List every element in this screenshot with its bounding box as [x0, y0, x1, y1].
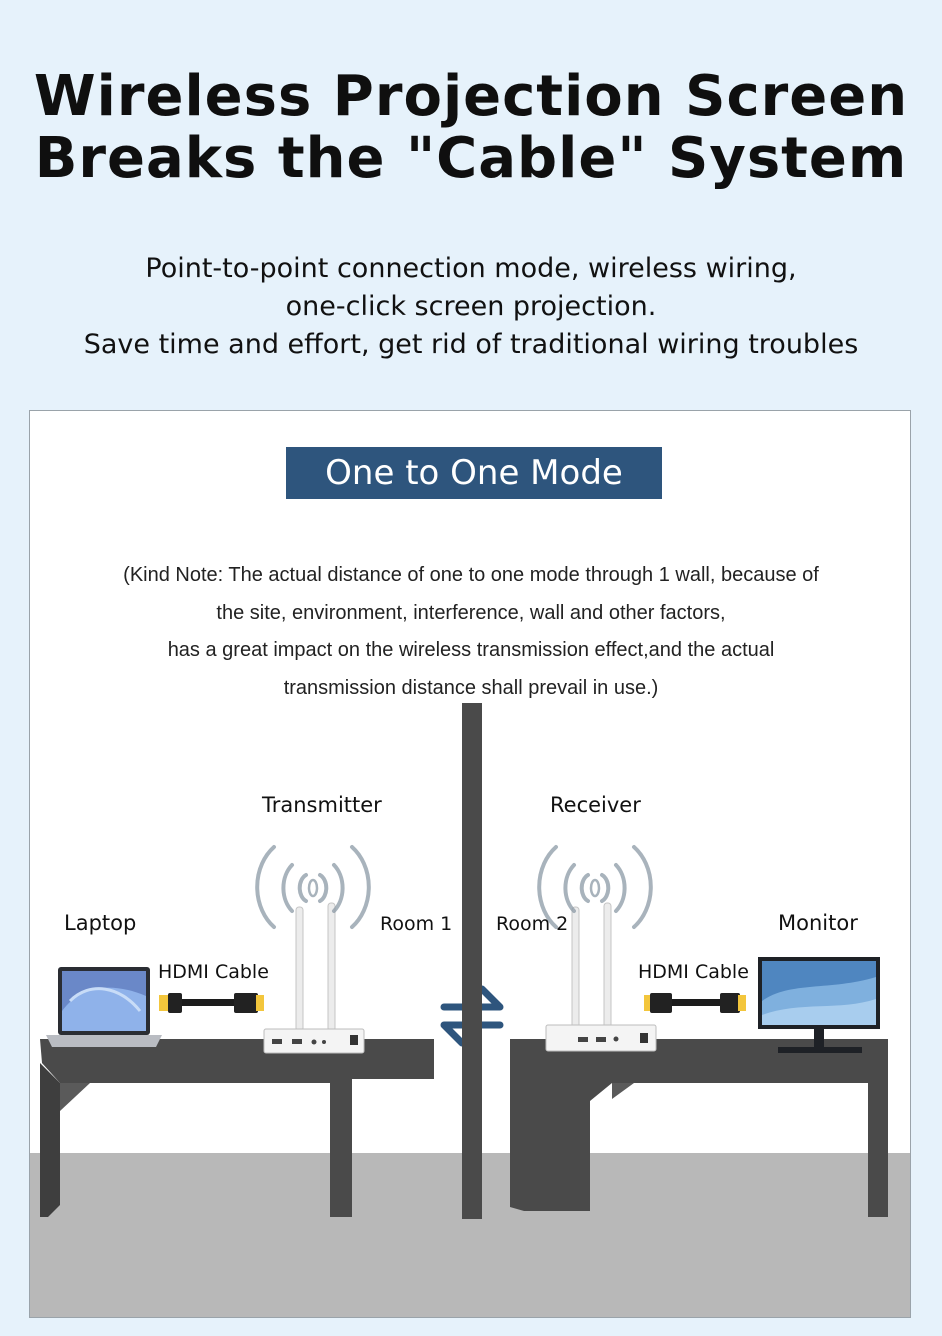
transmitter-label: Transmitter [262, 793, 382, 817]
headline-line-1: Wireless Projection Screen [33, 64, 909, 129]
laptop-label: Laptop [64, 911, 137, 935]
room-1-label: Room 1 [380, 913, 453, 935]
right-table [510, 1039, 888, 1217]
wall [462, 703, 482, 1219]
hdmi-cable-icon [159, 993, 264, 1013]
room-scene [40, 845, 888, 1217]
subtitle-line-3: Save time and effort, get rid of traditi… [83, 329, 859, 360]
hdmi-cable-right-label: HDMI Cable [638, 961, 749, 983]
monitor-label: Monitor [778, 911, 858, 935]
kind-note: (Kind Note: The actual distance of one t… [30, 557, 910, 707]
hdmi-cable-left-label: HDMI Cable [158, 961, 269, 983]
wifi-signal-icon [537, 845, 653, 929]
note-line-3: has a great impact on the wireless trans… [167, 639, 775, 661]
receiver-device-icon [545, 902, 657, 1052]
headline: Wireless Projection Screen Breaks the "C… [0, 66, 942, 190]
diagram-panel: One to One Mode (Kind Note: The actual d… [29, 410, 911, 1318]
note-line-4: transmission distance shall prevail in u… [283, 676, 659, 699]
left-table [40, 1039, 434, 1217]
note-line-1: (Kind Note: The actual distance of one t… [123, 564, 819, 586]
subtitle-line-2: one-click screen projection. [285, 291, 657, 322]
monitor-icon [758, 957, 880, 1053]
room-2-label: Room 2 [496, 913, 569, 935]
receiver-label: Receiver [550, 793, 641, 817]
headline-line-2: Breaks the "Cable" System [34, 126, 908, 191]
subtitle: Point-to-point connection mode, wireless… [0, 250, 942, 364]
mode-title: One to One Mode [286, 447, 662, 499]
transmitter-device-icon [263, 902, 365, 1054]
subtitle-line-1: Point-to-point connection mode, wireless… [145, 253, 797, 284]
note-line-2: the site, environment, interference, wal… [216, 601, 726, 624]
wifi-signal-icon [255, 845, 371, 929]
hdmi-cable-icon [644, 993, 746, 1013]
laptop-icon [46, 967, 162, 1047]
